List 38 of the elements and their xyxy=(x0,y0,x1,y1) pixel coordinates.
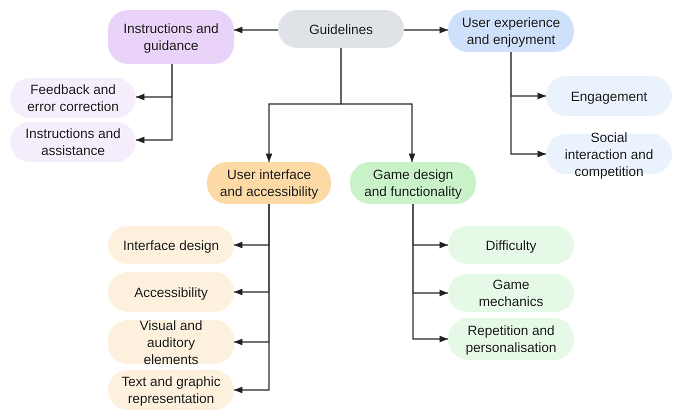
topic-node xyxy=(207,162,331,204)
node-label: User experience and enjoyment xyxy=(460,14,562,48)
topic-node xyxy=(108,370,234,410)
topic-node xyxy=(10,78,136,118)
node-label: Guidelines xyxy=(309,20,373,38)
connector-arrow xyxy=(510,52,546,158)
connector-arrow xyxy=(234,204,270,394)
node-label: Feedback and error correction xyxy=(26,81,120,115)
topic-node xyxy=(108,320,234,364)
root-node xyxy=(278,10,404,48)
topic-node xyxy=(546,76,672,116)
topic-node xyxy=(448,226,574,264)
node-label: Difficulty xyxy=(486,236,536,254)
topic-node xyxy=(10,122,136,162)
topic-node xyxy=(108,10,234,64)
node-label: Game design and functionality xyxy=(363,166,463,200)
topic-node xyxy=(448,274,574,312)
topic-node xyxy=(350,162,476,204)
topic-node xyxy=(108,272,234,312)
node-label: Instructions and assistance xyxy=(24,125,122,159)
node-label: Instructions and guidance xyxy=(122,20,220,54)
node-label: Visual and auditory elements xyxy=(138,316,204,368)
node-label: Social interaction and competition xyxy=(564,128,654,180)
connector-arrow xyxy=(136,64,173,144)
connector-arrow xyxy=(412,204,448,342)
node-label: User interface and accessibility xyxy=(219,166,319,200)
node-label: Engagement xyxy=(570,88,648,104)
node-label: Text and graphic representation xyxy=(120,373,222,407)
connector-arrow xyxy=(234,26,278,34)
connector-arrow xyxy=(404,26,448,34)
topic-node xyxy=(448,318,574,360)
node-label: Interface design xyxy=(122,236,220,254)
node-label: Repetition and personalisation xyxy=(464,322,558,356)
node-label: Accessibility xyxy=(134,284,208,300)
connector-arrow xyxy=(340,48,416,162)
topic-node xyxy=(448,10,574,52)
node-label: Game mechanics xyxy=(478,276,544,310)
topic-node xyxy=(108,226,234,264)
